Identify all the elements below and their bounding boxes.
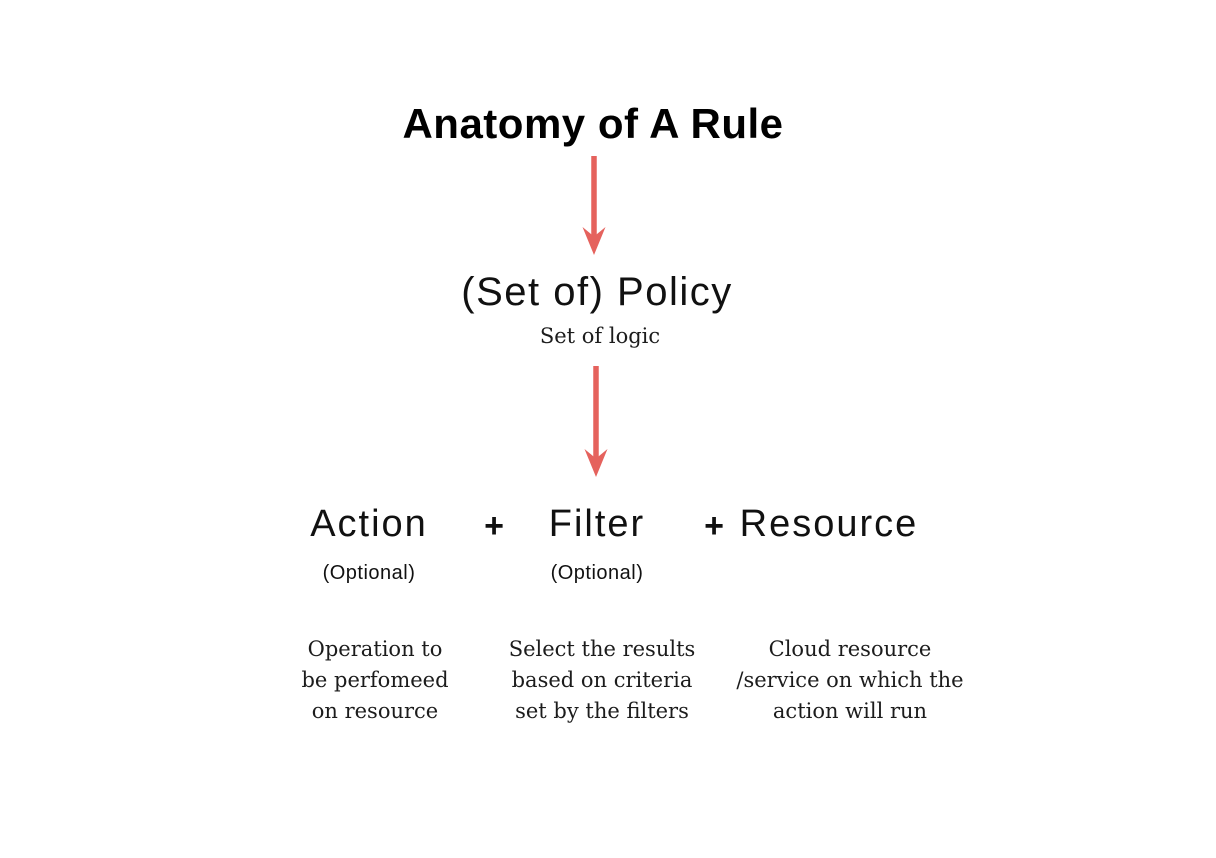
diagram-title: Anatomy of A Rule bbox=[402, 100, 784, 147]
component-filter-label: Filter bbox=[548, 503, 646, 545]
down-arrow-icon bbox=[582, 156, 606, 255]
action-description: Operation to be perfomeed on resource bbox=[301, 637, 449, 723]
resource-description: Cloud resource /service on which the act… bbox=[736, 637, 964, 723]
filter-description: Select the results based on criteria set… bbox=[508, 637, 696, 723]
down-arrow-icon bbox=[584, 366, 608, 477]
plus-sign: + bbox=[484, 507, 504, 545]
action-optional-label: (Optional) bbox=[322, 562, 416, 584]
component-resource-label: Resource bbox=[739, 503, 919, 545]
component-action-label: Action bbox=[310, 503, 428, 545]
policy-heading: (Set of) Policy bbox=[461, 270, 733, 314]
policy-subheading: Set of logic bbox=[539, 324, 661, 348]
filter-optional-label: (Optional) bbox=[550, 562, 644, 584]
plus-sign: + bbox=[704, 507, 724, 545]
